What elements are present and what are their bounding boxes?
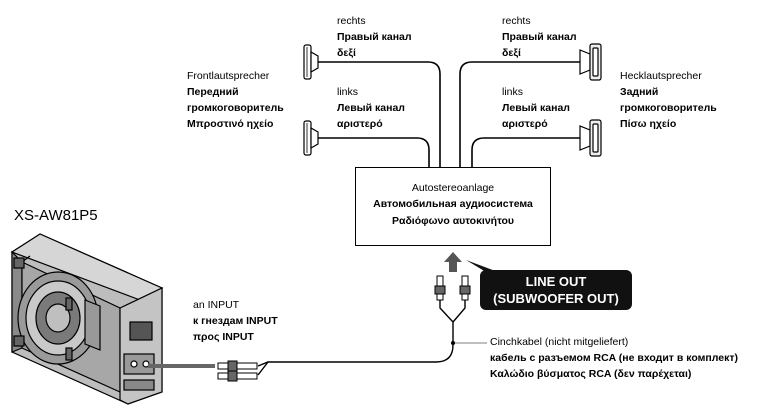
rca-cable — [257, 300, 466, 376]
front-right-label-ru: Правый канал — [337, 31, 412, 43]
front-speakers-label-ru-1: Передний — [187, 86, 239, 98]
car-stereo-label-de: Autostereoanlage — [411, 182, 495, 194]
model-name: XS-AW81P5 — [14, 207, 98, 224]
front-left-label-el: αριστερό — [337, 118, 383, 130]
subwoofer-out-label: (SUBWOOFER OUT) — [493, 291, 619, 306]
rear-right-speaker-icon — [579, 43, 602, 81]
cable-label-ru: кабель с разъемом RCA (не входит в компл… — [490, 352, 739, 364]
line-out-callout: LINE OUT (SUBWOOFER OUT) — [480, 270, 632, 310]
callout-pointer — [466, 260, 498, 272]
front-speakers-label-el: Μπροστινό ηχείο — [187, 118, 274, 130]
rca-plugs-left-icon — [217, 360, 258, 382]
front-right-speaker-icon — [303, 44, 319, 80]
rear-left-speaker-icon — [579, 119, 602, 157]
car-stereo-label-el: Ραδιόφωνο αυτοκινήτου — [391, 215, 515, 227]
rear-speakers-label-el: Πίσω ηχείο — [620, 118, 677, 130]
cable-label-de: Cinchkabel (nicht mitgeliefert) — [490, 336, 629, 348]
car-stereo-box: Autostereoanlage Автомобильная аудиосист… — [355, 167, 551, 246]
rear-right-label-ru: Правый канал — [502, 31, 577, 43]
front-speakers-label-de: Frontlautsprecher — [187, 70, 270, 82]
rear-right-label-el: δεξί — [502, 47, 521, 59]
input-label-de: an INPUT — [193, 299, 240, 311]
front-left-label-de: links — [337, 86, 359, 98]
front-left-speaker-icon — [303, 120, 319, 156]
car-stereo-label-ru: Автомобильная аудиосистема — [373, 198, 533, 210]
up-arrow-icon — [444, 252, 462, 272]
rear-left-label-ru: Левый канал — [502, 102, 570, 114]
rear-speakers-label-de: Hecklautsprecher — [620, 70, 702, 82]
front-speakers-label-ru-2: громкоговоритель — [187, 102, 284, 114]
rear-left-label-de: links — [502, 86, 524, 98]
input-label-el: προς INPUT — [193, 331, 254, 343]
line-out-label: LINE OUT — [525, 274, 587, 289]
rear-right-label-de: rechts — [502, 15, 531, 27]
front-right-label-de: rechts — [337, 15, 366, 27]
rear-speakers-label-ru-1: Задний — [620, 86, 659, 98]
speaker-wires — [318, 61, 590, 167]
subwoofer-unit-illustration — [10, 233, 215, 405]
front-right-label-el: δεξί — [337, 47, 356, 59]
rca-plugs-top-icon — [434, 275, 471, 301]
cable-label-el: Καλώδιο βύσματος RCA (δεν παρέχεται) — [490, 368, 692, 380]
rear-left-label-el: αριστερό — [502, 118, 548, 130]
input-label-ru: к гнездам INPUT — [193, 315, 278, 327]
rear-speakers-label-ru-2: громкоговоритель — [620, 102, 717, 114]
front-left-label-ru: Левый канал — [337, 102, 405, 114]
